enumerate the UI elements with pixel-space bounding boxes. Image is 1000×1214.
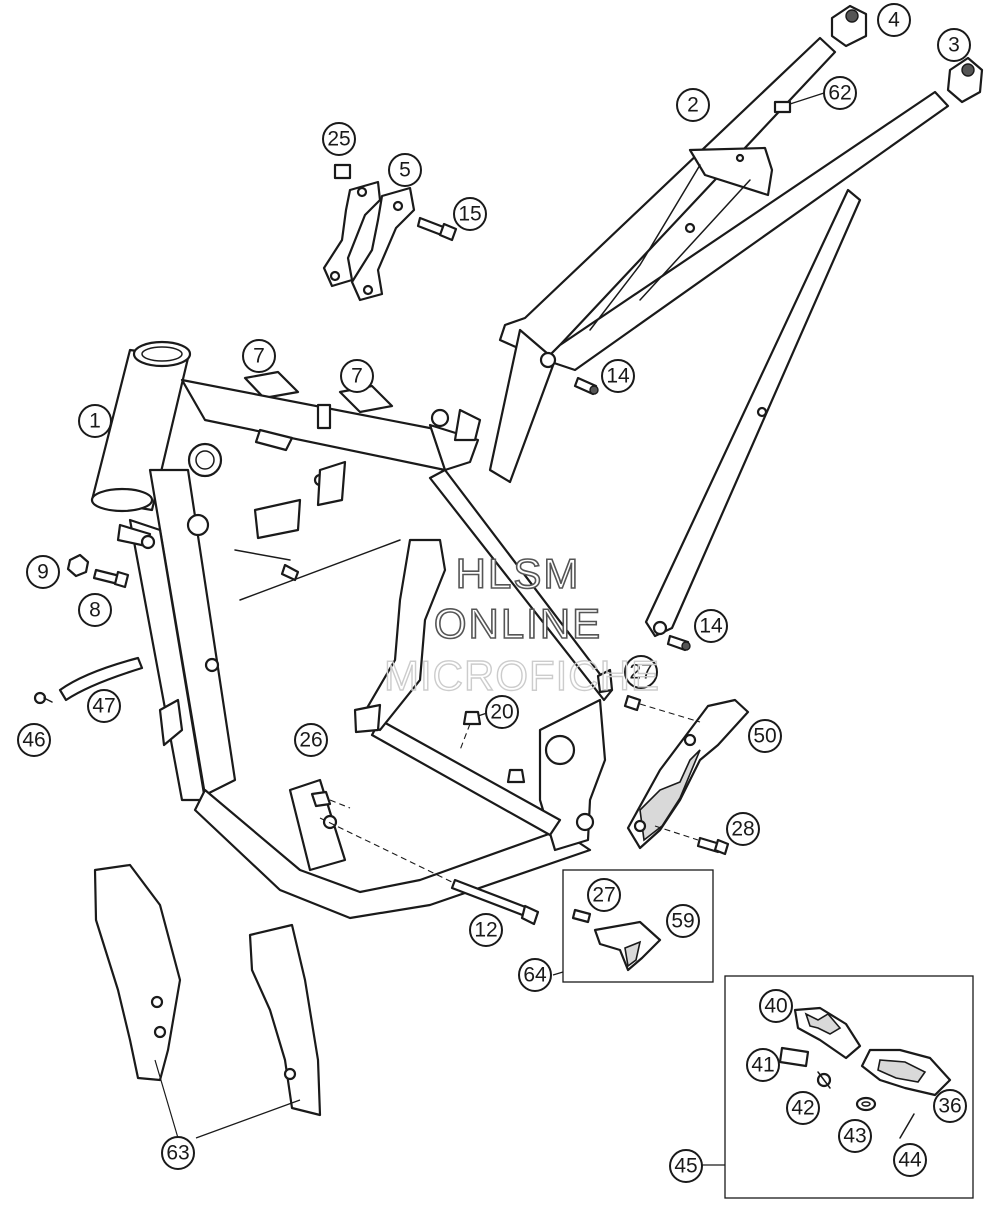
subframe-end-cap-right — [946, 56, 984, 104]
clip-46 — [33, 691, 53, 705]
callout-42: 42 — [786, 1091, 820, 1125]
svg-text:46: 46 — [22, 729, 45, 752]
callout-3: 3 — [937, 28, 971, 62]
callout-45: 45 — [669, 1149, 703, 1183]
callout-59: 59 — [666, 904, 700, 938]
svg-text:5: 5 — [399, 159, 411, 182]
svg-text:14: 14 — [606, 365, 630, 388]
callout-41: 41 — [746, 1048, 780, 1082]
svg-text:4: 4 — [888, 9, 900, 32]
callout-4: 4 — [877, 3, 911, 37]
svg-text:41: 41 — [751, 1054, 774, 1077]
svg-text:43: 43 — [843, 1125, 866, 1148]
svg-text:26: 26 — [299, 729, 322, 752]
svg-text:7: 7 — [253, 345, 265, 368]
frame-guards-63 — [93, 863, 322, 1139]
callout-40: 40 — [759, 989, 793, 1023]
svg-text:28: 28 — [731, 818, 754, 841]
svg-text:2: 2 — [687, 94, 699, 117]
callout-8: 8 — [78, 593, 112, 627]
svg-text:7: 7 — [351, 365, 363, 388]
svg-text:25: 25 — [327, 128, 350, 151]
subframe — [488, 36, 950, 638]
main-frame — [90, 340, 614, 920]
watermark-line-3: MICROFICHE — [384, 652, 660, 699]
svg-text:27: 27 — [629, 661, 652, 684]
callout-2: 2 — [676, 88, 710, 122]
svg-text:36: 36 — [938, 1095, 961, 1118]
callout-26: 26 — [294, 723, 328, 757]
callout-47: 47 — [87, 689, 121, 723]
callout-36: 36 — [933, 1089, 967, 1123]
watermark: HLSM ONLINE MICROFICHE — [383, 549, 660, 700]
callout-43: 43 — [838, 1119, 872, 1153]
bolt-8 — [92, 568, 130, 589]
svg-text:14: 14 — [699, 615, 723, 638]
svg-text:8: 8 — [89, 599, 101, 622]
svg-text:27: 27 — [592, 884, 615, 907]
callout-15: 15 — [453, 197, 487, 231]
nut-9 — [66, 553, 90, 578]
bolt-62 — [773, 92, 825, 114]
callout-25: 25 — [322, 122, 356, 156]
svg-text:62: 62 — [828, 82, 851, 105]
svg-text:45: 45 — [674, 1155, 697, 1178]
svg-text:12: 12 — [474, 919, 497, 942]
svg-text:20: 20 — [490, 701, 513, 724]
engine-brackets — [322, 163, 416, 302]
watermark-line-2: ONLINE — [434, 600, 602, 647]
callout-27b: 27 — [587, 878, 621, 912]
bolt-28 — [654, 825, 730, 856]
svg-text:63: 63 — [166, 1142, 189, 1165]
callout-7a: 7 — [242, 339, 276, 373]
bolt-27-upper — [623, 694, 701, 723]
callout-14a: 14 — [601, 359, 635, 393]
callout-46: 46 — [17, 723, 51, 757]
svg-text:3: 3 — [948, 34, 960, 57]
svg-text:59: 59 — [671, 910, 694, 933]
callout-50: 50 — [748, 719, 782, 753]
watermark-line-1: HLSM — [456, 550, 581, 597]
svg-text:44: 44 — [898, 1149, 922, 1172]
svg-text:15: 15 — [458, 203, 481, 226]
subframe-end-cap-left — [830, 4, 868, 48]
callout-27a: 27 — [624, 655, 658, 689]
svg-text:40: 40 — [764, 995, 787, 1018]
callout-63: 63 — [161, 1136, 195, 1170]
bolt-14-lower — [666, 634, 691, 652]
footrest-kit — [702, 975, 974, 1199]
callout-5: 5 — [388, 153, 422, 187]
svg-text:47: 47 — [92, 695, 115, 718]
callout-7b: 7 — [340, 359, 374, 393]
svg-text:50: 50 — [753, 725, 776, 748]
callout-62: 62 — [823, 76, 857, 110]
callout-28: 28 — [726, 812, 760, 846]
callout-1: 1 — [78, 404, 112, 438]
svg-text:42: 42 — [791, 1097, 814, 1120]
callout-9: 9 — [26, 555, 60, 589]
callout-12: 12 — [469, 913, 503, 947]
svg-text:9: 9 — [37, 561, 49, 584]
svg-text:1: 1 — [89, 410, 101, 433]
nut-26 — [310, 790, 351, 809]
nut-20 — [459, 710, 526, 784]
chain-guard-50 — [626, 698, 750, 850]
bolt-15 — [416, 216, 458, 242]
hose-47 — [58, 656, 144, 702]
callout-14b: 14 — [694, 609, 728, 643]
callout-44: 44 — [893, 1143, 927, 1177]
bolt-14-upper — [573, 376, 599, 396]
chain-slider-kit — [552, 869, 714, 983]
callout-20: 20 — [485, 695, 519, 729]
bolt-12 — [319, 817, 540, 926]
svg-text:64: 64 — [523, 964, 547, 987]
callout-64: 64 — [518, 958, 552, 992]
